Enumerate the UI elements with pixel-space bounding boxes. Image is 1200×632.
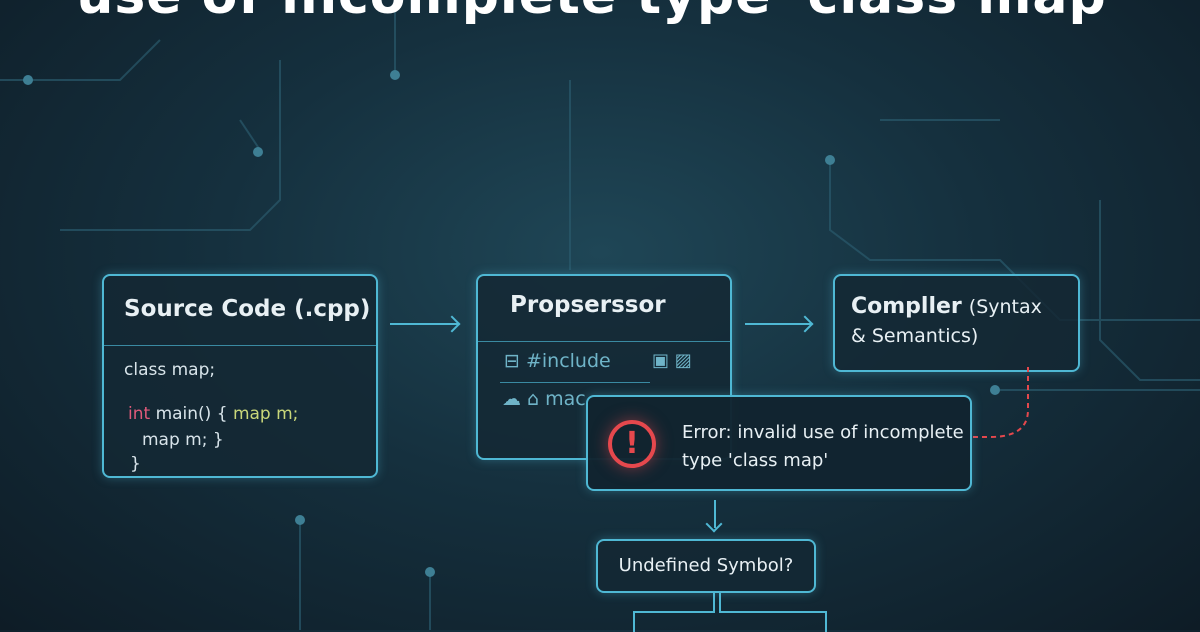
source-code-box: Source Code (.cpp) class map; int main()… [102,274,378,478]
error-message: Error: invalid use of incomplete [682,422,964,443]
include-item: ⊟ #include [504,350,611,372]
image-icons: ▣ ▨ [652,350,692,371]
error-box: ! Error: invalid use of incomplete type … [586,395,972,491]
settings-icon: ⊟ [504,350,520,372]
source-code-heading: Source Code (.cpp) [104,276,376,346]
globe-icon: ⌂ [527,388,540,410]
code-line: } [130,454,141,474]
branch-connector [633,592,827,632]
compiler-box: Compller (Syntax & Semantics) [833,274,1080,372]
arrow-down [714,500,716,528]
compiler-heading: Compller [851,294,962,319]
code-text: main() { [150,404,228,424]
arrow-right [745,323,811,325]
compiler-sub: (Syntax [968,296,1042,318]
error-message: type 'class map' [682,450,829,471]
undefined-symbol-box: Undefined Symbol? [596,539,816,593]
cloud-icon: ☁ [502,388,521,410]
edit-icon: ▨ [674,350,692,371]
code-text: map m; [232,404,299,424]
image-icon: ▣ [652,350,670,371]
page-title: use of incomplete type 'class map' [0,0,1200,26]
error-icon: ! [608,420,656,468]
preprocessor-heading: Propserssor [478,276,730,342]
code-line: class map; [124,360,216,380]
error-connector [970,367,1029,438]
arrow-right [390,323,458,325]
code-line: map m; } [142,430,224,450]
compiler-sub: & Semantics) [851,325,979,347]
include-label: #include [525,350,611,372]
undefined-symbol-label: Undefined Symbol? [618,555,794,576]
macro-label: mac [545,388,586,410]
code-line: int main() { map m; [128,404,298,424]
code-keyword: int [128,404,151,424]
macro-item: ☁ ⌂ mac [502,388,586,410]
